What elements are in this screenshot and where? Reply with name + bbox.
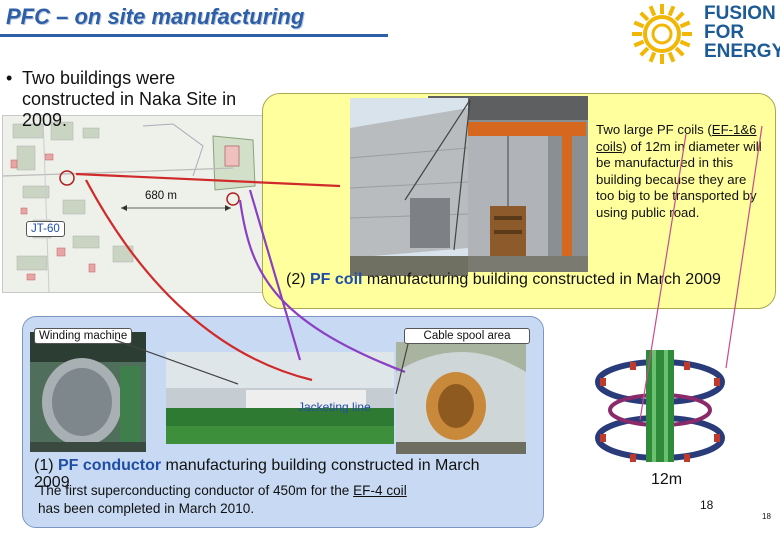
logo-line-1: FUSION [704,3,776,24]
pf-coil-building-caption: (2) PF coil manufacturing building const… [286,271,726,288]
caption2-prefix: (2) [286,271,310,288]
caption1-prefix: (1) [34,457,58,474]
cable-spool-label: Cable spool area [404,328,530,344]
pf-coil-diagram [595,350,725,462]
note-end: has been completed in March 2010. [38,501,255,516]
caption2-bold: PF coil [310,271,363,288]
logo-line-2: FOR [704,22,745,43]
caption1-suffix: manufacturing building constructed in Ma… [34,457,480,491]
fusion-for-energy-logo-text: FUSION FOR ENERGY [704,4,780,61]
logo-line-3: ENERGY [704,41,780,62]
pf-conductor-building-caption: (1) PF conductor manufacturing building … [34,457,504,491]
bullet-buildings: • Two buildings were constructed in Naka… [6,68,268,131]
caption1-bold: PF conductor [58,457,162,474]
page-number: 18 [700,498,714,512]
fusion-sun-logo-icon [632,4,692,64]
description-part-1: Two large PF coils ( [596,122,712,137]
winding-machine-label: Winding machine [34,328,133,344]
page-number-small: 18 [762,512,771,521]
title-underline [0,34,388,37]
distance-label: 680 m [145,190,177,202]
bullet-text: Two buildings were constructed in Naka S… [22,68,237,130]
jt60-label: JT-60 [26,221,65,237]
coil-diameter-label: 12m [651,471,683,488]
caption2-suffix: manufacturing building constructed in Ma… [362,271,721,288]
winding-machine-photo [30,332,146,452]
bullet-marker: • [6,68,13,88]
jacketing-line-label: Jacketing line [298,400,371,414]
pf-coil-building-exterior-photo [350,98,468,276]
cable-spool-photo [396,342,526,454]
jacketing-line-photo [166,352,394,444]
ef4-coil-link[interactable]: EF-4 coil [353,483,407,498]
site-map-drawing [3,116,275,292]
slide-title: PFC – on site manufacturing [6,4,305,29]
pf-coil-description: Two large PF coils (EF-1&6 coils) of 12m… [596,122,768,222]
note-start: The first superconducting conductor of 4… [38,483,354,498]
conductor-completion-note: The first superconducting conductor of 4… [38,482,428,518]
naka-site-map [2,115,276,293]
